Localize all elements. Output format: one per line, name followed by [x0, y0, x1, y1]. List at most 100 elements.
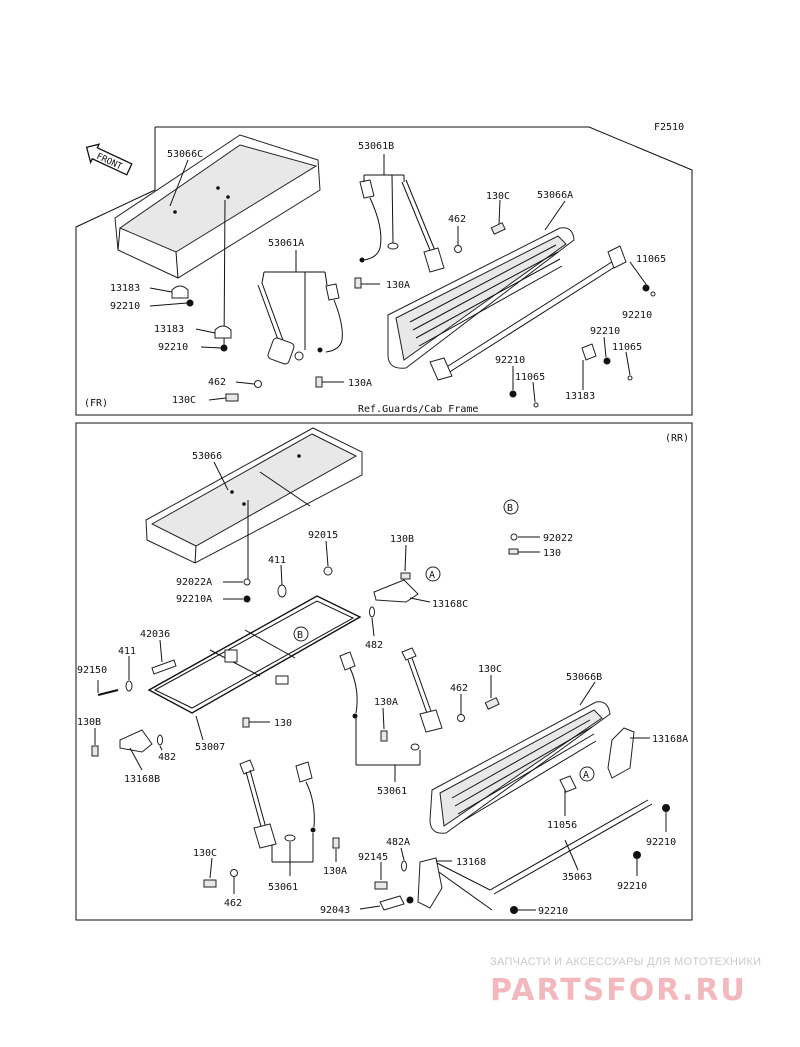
label-462-d: 462: [224, 898, 242, 909]
clamp-11056: [559, 775, 577, 793]
label-53066C: 53066C: [167, 149, 203, 160]
label-13168B: 13168B: [124, 774, 160, 785]
label-11065-b: 11065: [612, 342, 642, 353]
label-92022: 92022: [543, 533, 573, 544]
ref-a-top: A: [429, 570, 435, 581]
label-92210-h: 92210: [538, 906, 568, 917]
label-53061B: 53061B: [358, 141, 394, 152]
nut-92210-f: [662, 804, 670, 812]
label-130C-d: 130C: [193, 848, 217, 859]
rr-panel-border: [75, 422, 693, 921]
label-411-b: 411: [118, 646, 136, 657]
label-11056: 11056: [547, 820, 577, 831]
label-482-a: 482: [365, 640, 383, 651]
nut-92210-c: [642, 284, 650, 292]
label-13183-a: 13183: [110, 283, 140, 294]
seat-cushion-53066C: [114, 134, 321, 279]
bolt-130A-c: [380, 730, 388, 742]
bolt-130: [508, 548, 519, 555]
nut-92210-d: [603, 357, 611, 365]
cap-11065-b: [627, 375, 633, 381]
ref-circle-a-top: [425, 566, 441, 582]
label-130: 130: [543, 548, 561, 559]
nut-92210A: [243, 595, 251, 603]
bracket-13168A: [607, 727, 635, 779]
label-130B: 130B: [390, 534, 414, 545]
section-rr-label: (RR): [665, 433, 689, 444]
label-53061-b: 53061: [268, 882, 298, 893]
cap-11065-a: [650, 291, 656, 297]
label-13183-b: 13183: [154, 324, 184, 335]
washer-92022: [510, 533, 518, 541]
washer-462-c: [457, 714, 465, 722]
nut-92015: [323, 566, 333, 576]
seat-frame-53007: [147, 595, 362, 714]
label-130-b: 130: [274, 718, 292, 729]
bolt-130C-a: [490, 222, 506, 235]
label-462-c: 462: [450, 683, 468, 694]
seat-belt-53061B: [359, 179, 445, 273]
label-92210-f: 92210: [646, 837, 676, 848]
label-462-b: 462: [208, 377, 226, 388]
bolt-130C-b: [225, 393, 239, 402]
label-130C-b: 130C: [172, 395, 196, 406]
seat-belt-53061-b: [239, 759, 316, 849]
grommet-411-b: [125, 680, 133, 692]
collar-482A: [401, 860, 407, 872]
label-92210-c: 92210: [622, 310, 652, 321]
backrest-brace-bar: [429, 245, 627, 381]
label-92210-a: 92210: [110, 301, 140, 312]
nut-92210-h: [510, 906, 518, 914]
pin-92043: [379, 895, 405, 911]
spacer-42036: [151, 659, 177, 675]
washer-462-b: [254, 380, 262, 388]
label-92210-d: 92210: [590, 326, 620, 337]
bracket-13168B: [119, 729, 153, 753]
bolt-130A-d: [332, 837, 340, 849]
label-13183-c: 13183: [565, 391, 595, 402]
bolt-130-b: [242, 717, 250, 728]
bracket-13168: [417, 857, 443, 909]
watermark-brand: PARTSFOR.RU: [490, 973, 747, 1008]
label-35063: 35063: [562, 872, 592, 883]
label-53007: 53007: [195, 742, 225, 753]
label-130A-d: 130A: [323, 866, 347, 877]
collar-482-a: [369, 606, 375, 618]
section-fr-label: (FR): [84, 398, 108, 409]
watermark-tagline: ЗАПЧАСТИ И АКСЕССУАРЫ ДЛЯ МОТОТЕХНИКИ: [490, 956, 761, 968]
nut-92210-e: [509, 390, 517, 398]
label-482-b: 482: [158, 752, 176, 763]
label-92210-b: 92210: [158, 342, 188, 353]
label-130A-c: 130A: [374, 697, 398, 708]
seat-belt-53061A: [257, 282, 343, 365]
label-53066A: 53066A: [537, 190, 573, 201]
bolt-130B-b: [91, 745, 99, 757]
ref-b-top: B: [507, 503, 513, 514]
label-130A-a: 130A: [386, 280, 410, 291]
bolt-130A-b: [315, 376, 323, 388]
label-11065-a: 11065: [636, 254, 666, 265]
label-130B-b: 130B: [77, 717, 101, 728]
label-92043: 92043: [320, 905, 350, 916]
label-53061A: 53061A: [268, 238, 304, 249]
label-53066: 53066: [192, 451, 222, 462]
bolt-92145: [374, 881, 388, 890]
label-130A-b: 130A: [348, 378, 372, 389]
fr-panel-border: [75, 126, 693, 416]
seat-cushion-53066: [145, 427, 363, 564]
brace-35063: [434, 799, 653, 911]
ref-a-rear: A: [583, 770, 589, 781]
label-53066B: 53066B: [566, 672, 602, 683]
nut-92210-g: [633, 851, 641, 859]
collar-482-b: [157, 734, 163, 746]
cap-11065-c: [533, 402, 539, 408]
label-13168: 13168: [456, 857, 486, 868]
label-92015: 92015: [308, 530, 338, 541]
label-482A: 482A: [386, 837, 410, 848]
washer-462-d: [230, 869, 238, 877]
diagram-code: F2510: [654, 122, 684, 133]
ref-b-frame: B: [297, 630, 303, 641]
grommet-411-a: [277, 584, 287, 598]
washer-462-a: [454, 245, 462, 253]
label-53061-a: 53061: [377, 786, 407, 797]
